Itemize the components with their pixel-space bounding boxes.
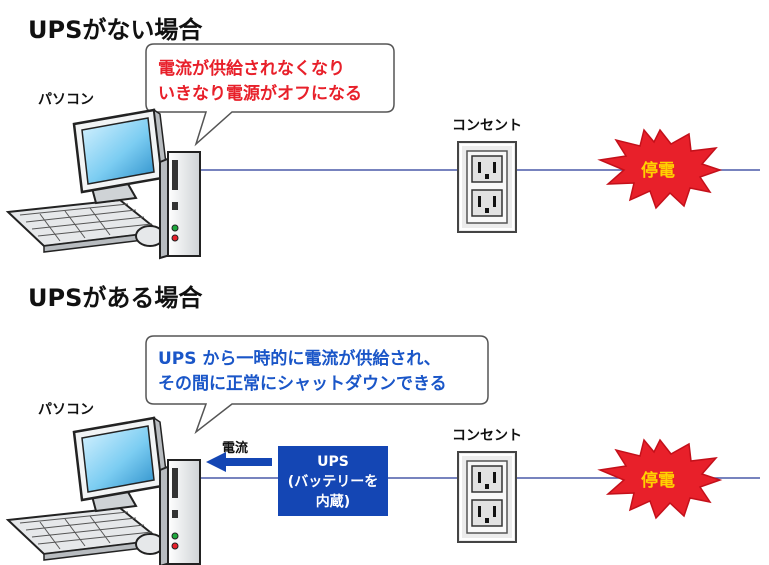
ups-box-line-3: 内蔵): [316, 493, 350, 510]
ups-box-line-1: UPS: [317, 454, 349, 470]
current-arrow-icon: [206, 452, 272, 472]
outlet-icon: [457, 451, 517, 543]
outage-label: 停電: [641, 160, 675, 181]
section-with-ups: UPSがある場合 UPS から一時的に電流が供給され、 その間に正常にシャットダ…: [6, 284, 760, 565]
outlet-icon: [457, 141, 517, 233]
current-label: 電流: [222, 440, 248, 456]
bubble-line-2: いきなり電源がオフになる: [158, 83, 362, 104]
ups-box-line-2: (バッテリーを: [288, 474, 378, 490]
pc-icon: [6, 416, 202, 565]
outage-label: 停電: [641, 470, 675, 491]
outlet-label: コンセント: [452, 428, 522, 444]
pc-label: パソコン: [38, 92, 94, 108]
bubble-line-1: UPS から一時的に電流が供給され、: [158, 348, 441, 369]
section-title: UPSがある場合: [28, 284, 203, 312]
outlet-label: コンセント: [452, 118, 522, 134]
speech-bubble: [145, 335, 489, 435]
pc-icon: [6, 108, 202, 260]
section-no-ups: UPSがない場合 電流が供給されなくなり いきなり電源がオフになる パソコン コ…: [6, 16, 760, 260]
section-title: UPSがない場合: [28, 16, 203, 44]
ups-box: [278, 446, 388, 516]
pc-label: パソコン: [38, 402, 94, 418]
bubble-line-2: その間に正常にシャットダウンできる: [158, 373, 447, 394]
bubble-line-1: 電流が供給されなくなり: [158, 58, 345, 79]
